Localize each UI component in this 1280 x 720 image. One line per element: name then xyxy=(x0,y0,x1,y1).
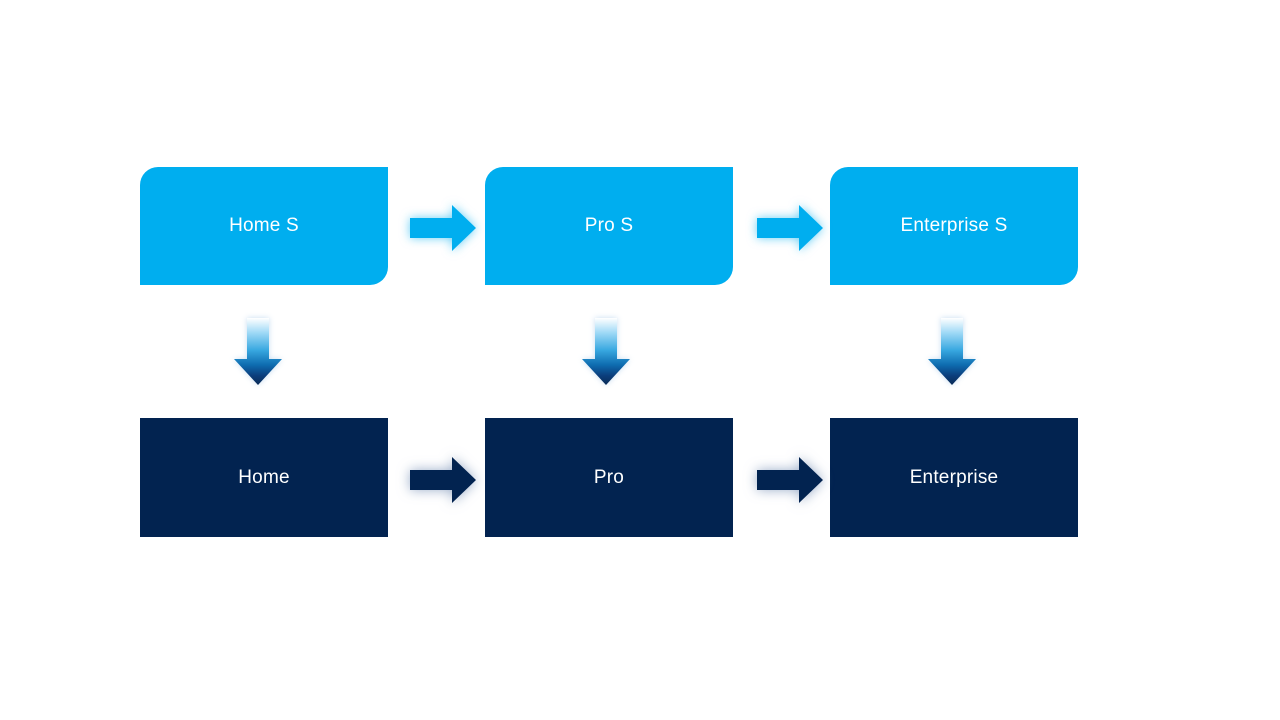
node-pro-s: Pro S xyxy=(485,167,733,285)
node-enterprise-s: Enterprise S xyxy=(830,167,1078,285)
node-label: Home S xyxy=(229,215,299,236)
right-arrow-icon xyxy=(410,457,476,503)
node-label: Pro xyxy=(593,466,625,488)
right-arrow-icon xyxy=(757,457,823,503)
node-label: Enterprise xyxy=(909,466,999,488)
right-arrow-icon xyxy=(410,205,476,251)
node-label: Pro S xyxy=(584,215,634,236)
node-enterprise: Enterprise xyxy=(830,418,1078,537)
down-arrow-icon xyxy=(582,318,630,385)
node-home-s: Home S xyxy=(140,167,388,285)
node-label: Enterprise S xyxy=(900,215,1008,236)
down-arrow-icon xyxy=(928,318,976,385)
down-arrow-icon xyxy=(234,318,282,385)
right-arrow-icon xyxy=(757,205,823,251)
node-pro: Pro xyxy=(485,418,733,537)
node-label: Home xyxy=(238,466,290,488)
node-home: Home xyxy=(140,418,388,537)
